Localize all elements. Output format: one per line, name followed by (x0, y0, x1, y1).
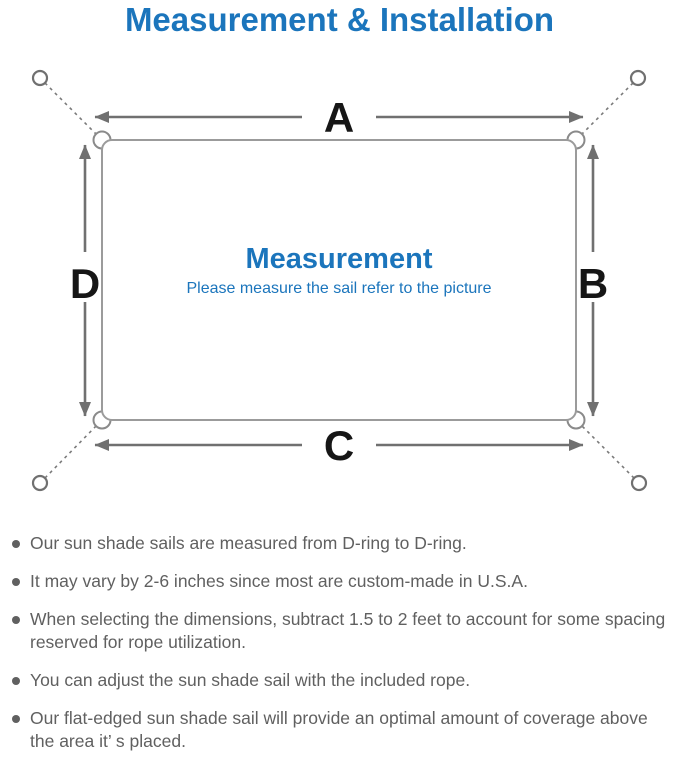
note-item: Our sun shade sails are measured from D-… (10, 532, 670, 555)
note-item: You can adjust the sun shade sail with t… (10, 669, 670, 692)
anchor-point-bottom-right (630, 474, 648, 492)
note-item: Our flat-edged sun shade sail will provi… (10, 707, 670, 753)
dimension-label-c: C (324, 422, 354, 469)
anchor-point-bottom-left (31, 474, 49, 492)
dimension-label-a: A (324, 94, 354, 141)
note-text: You can adjust the sun shade sail with t… (30, 670, 471, 690)
diagram-center-title: Measurement (246, 243, 433, 275)
anchor-rope-bottom-left (44, 423, 99, 479)
bullet-icon (12, 677, 20, 685)
page-title: Measurement & Installation (124, 1, 555, 38)
anchor-rope-bottom-right (579, 423, 635, 479)
diagram-center-subtitle: Please measure the sail refer to the pic… (186, 280, 491, 297)
sail-outline (101, 139, 577, 421)
bullet-icon (12, 616, 20, 624)
note-text: Our flat-edged sun shade sail will provi… (30, 708, 648, 751)
note-text: Our sun shade sails are measured from D-… (30, 533, 467, 553)
anchor-point-top-right (629, 69, 647, 87)
note-item: When selecting the dimensions, subtract … (10, 608, 670, 654)
measurement-diagram: A C D B Measurement Please measure the s… (31, 69, 648, 492)
note-text: When selecting the dimensions, subtract … (30, 609, 666, 652)
anchor-rope-top-left (44, 82, 99, 137)
anchor-point-top-left (31, 69, 49, 87)
note-text: It may vary by 2-6 inches since most are… (30, 571, 528, 591)
dimension-label-b: B (578, 260, 608, 307)
bullet-icon (12, 715, 20, 723)
note-item: It may vary by 2-6 inches since most are… (10, 570, 670, 593)
dimension-label-d: D (70, 260, 100, 307)
anchor-rope-top-right (579, 82, 634, 137)
bullet-icon (12, 578, 20, 586)
notes-list: Our sun shade sails are measured from D-… (10, 532, 670, 768)
bullet-icon (12, 540, 20, 548)
